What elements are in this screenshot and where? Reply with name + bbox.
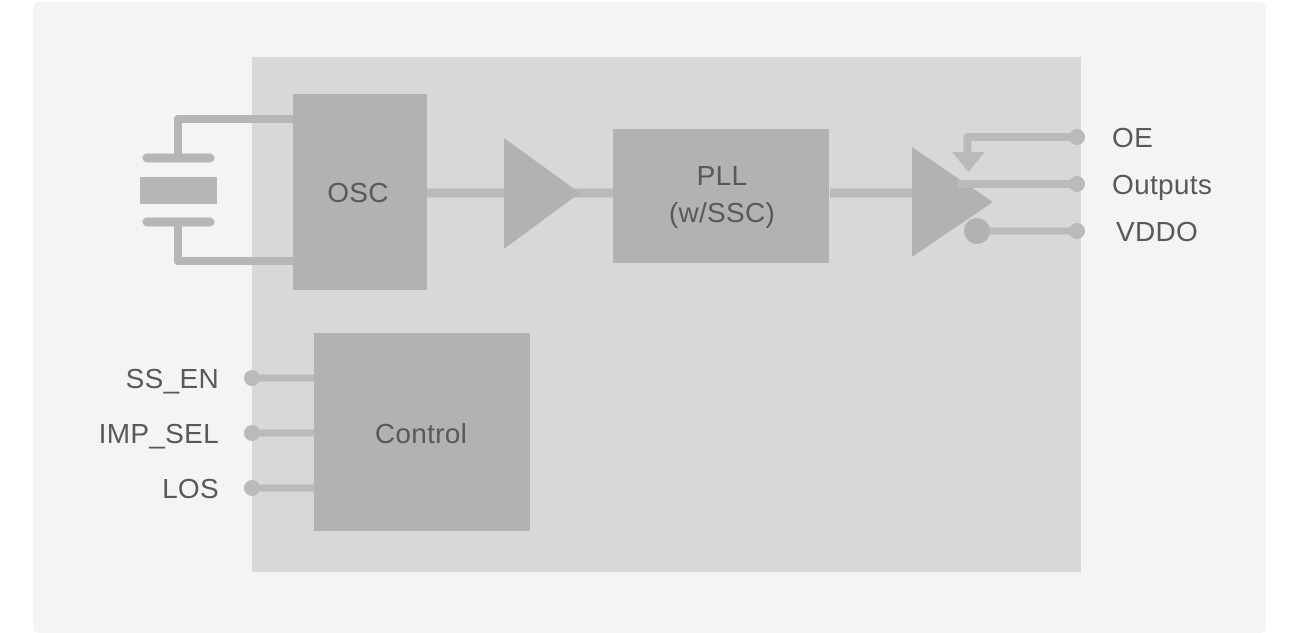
pin-label-ss-en: SS_EN [126,363,219,394]
crystal-icon [140,115,294,265]
pll-label-line2: (w/SSC) [669,197,775,228]
vddo-node-dot [964,218,990,244]
oe-pin-circle [1069,129,1085,145]
input-buffer-icon [504,138,580,249]
oe-arrowhead-icon [952,152,985,172]
pll-label-line1: PLL [697,160,748,191]
osc-block [293,94,427,290]
pin-label-vddo: VDDO [1116,216,1198,247]
pin-label-oe: OE [1112,122,1153,153]
ss-en-net [244,370,314,386]
crystal-top-lead [174,115,294,158]
osc-label: OSC [327,177,389,208]
imp-sel-pin-circle [244,425,260,441]
oe-net [952,129,1085,172]
crystal-bottom-lead [174,222,294,265]
pin-label-imp-sel: IMP_SEL [99,418,219,449]
outputs-net [958,176,1085,192]
oe-wire [963,133,1077,153]
pin-label-outputs: Outputs [1112,169,1212,200]
vddo-net [964,218,1085,244]
outputs-pin-circle [1069,176,1085,192]
pll-block [613,129,829,263]
ss-en-pin-circle [244,370,260,386]
pin-label-los: LOS [162,473,219,504]
los-net [244,480,314,496]
control-block [314,333,530,531]
los-pin-circle [244,480,260,496]
imp-sel-net [244,425,314,441]
crystal-body [140,177,217,204]
output-buffer-icon [912,147,993,257]
control-label: Control [375,418,467,449]
vddo-pin-circle [1069,223,1085,239]
